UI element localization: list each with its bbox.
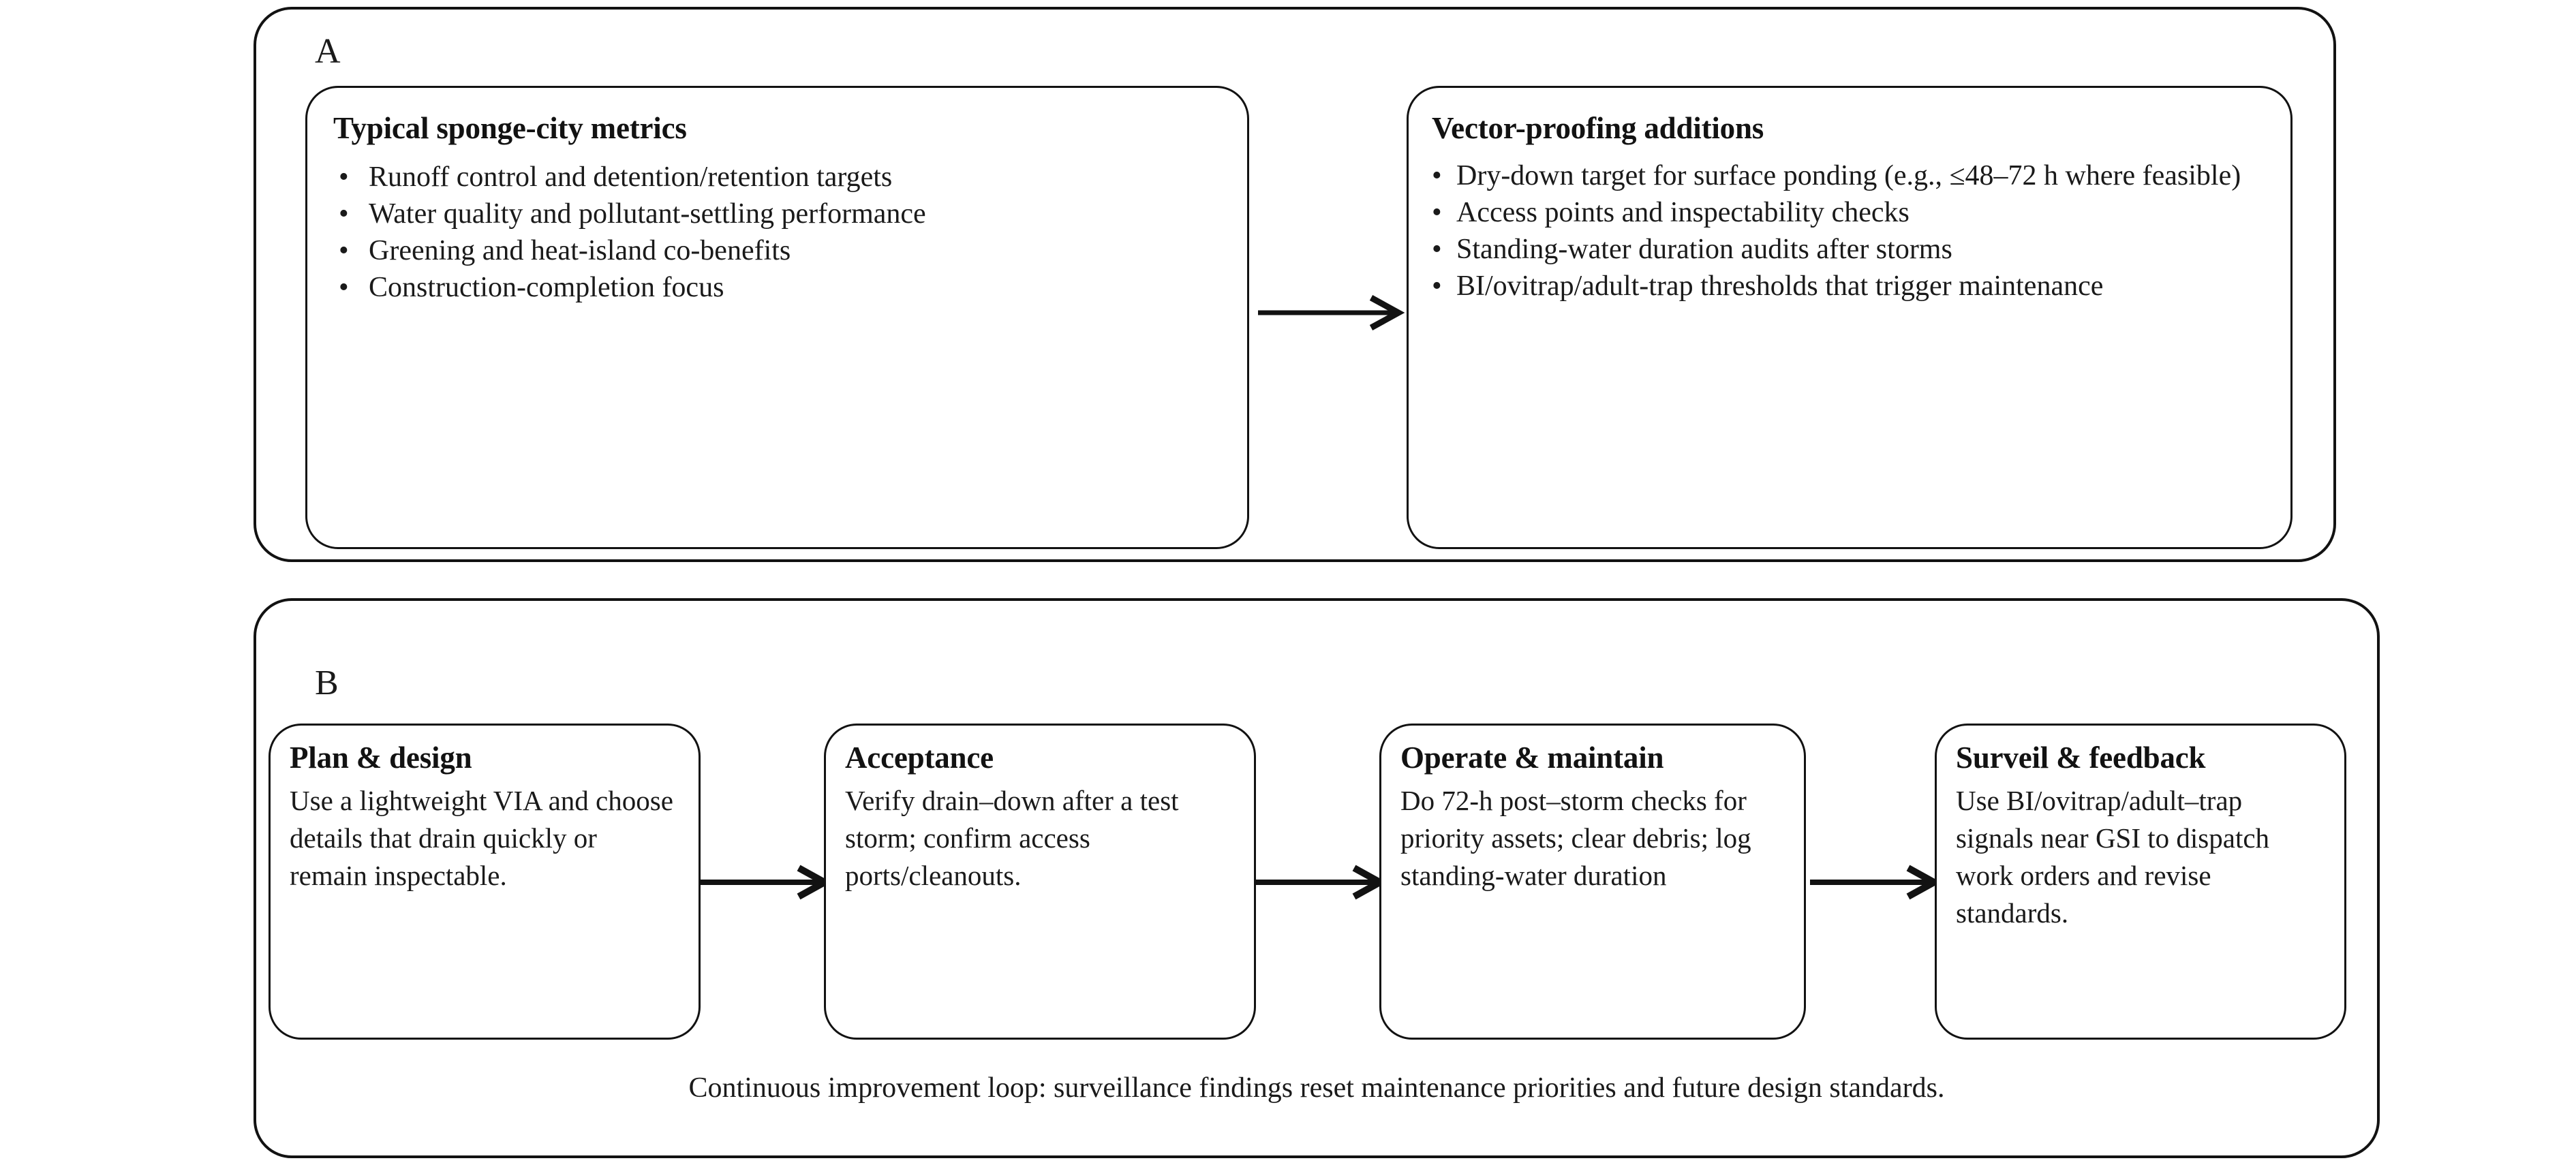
- box-operate-and-maintain: Operate & maintain Do 72-h post–storm ch…: [1379, 724, 1806, 1040]
- bullet-text: Standing-water duration audits after sto…: [1456, 233, 1952, 265]
- bullet-glyph: •: [1432, 159, 1442, 191]
- bullet-glyph: •: [1432, 270, 1442, 302]
- box-metrics-content: Typical sponge-city metrics • Runoff cont…: [307, 88, 1247, 305]
- arrow-right-icon: [1257, 292, 1405, 333]
- bullet-item: • Construction-completion focus: [333, 270, 1227, 306]
- box-additions-title: Vector-proofing additions: [1432, 111, 1764, 145]
- bullet-text: Dry-down target for surface ponding (e.g…: [1456, 159, 2241, 191]
- box-surveil-body: Use BI/ovitrap/adult–trap signals near G…: [1956, 784, 2270, 929]
- arrow-right-icon: [1809, 863, 1942, 901]
- box-surveil-and-feedback: Surveil & feedback Use BI/ovitrap/adult–…: [1935, 724, 2346, 1040]
- panel-b-caption: Continuous improvement loop: surveillanc…: [688, 1072, 1945, 1104]
- bullet-text: Runoff control and detention/retention t…: [369, 161, 893, 193]
- bullet-item: • Runoff control and detention/retention …: [333, 159, 1227, 196]
- bullet-glyph: •: [339, 198, 349, 230]
- panel-a: A Typical sponge-city metrics • Runoff co…: [254, 7, 2336, 562]
- arrow-right-icon: [1255, 863, 1387, 901]
- box-plan-content: Plan & design Use a lightweight VIA and …: [271, 726, 699, 895]
- bullet-text: Access points and inspectability checks: [1456, 196, 1910, 228]
- bullet-item: • Access points and inspectability checks: [1432, 195, 2273, 231]
- box-plan-and-design: Plan & design Use a lightweight VIA and …: [269, 724, 701, 1040]
- bullet-item: • Water quality and pollutant-settling pe…: [333, 196, 1227, 232]
- box-metrics-bullet-list: • Runoff control and detention/retention …: [333, 159, 1227, 306]
- bullet-item: • Greening and heat-island co-benefits: [333, 233, 1227, 269]
- box-metrics-title: Typical sponge-city metrics: [333, 111, 687, 145]
- bullet-glyph: •: [1432, 233, 1442, 265]
- bullet-item: • BI/ovitrap/adult-trap thresholds that t…: [1432, 268, 2273, 305]
- panel-b: B Plan & design Use a lightweight VIA an…: [254, 598, 2380, 1158]
- bullet-text: Greening and heat-island co-benefits: [369, 234, 791, 266]
- box-operate-content: Operate & maintain Do 72-h post–storm ch…: [1381, 726, 1804, 895]
- bullet-item: • Standing-water duration audits after st…: [1432, 232, 2273, 268]
- box-plan-body: Use a lightweight VIA and choose details…: [290, 784, 673, 891]
- bullet-item: • Dry-down target for surface ponding (e.…: [1432, 158, 2273, 194]
- bullet-glyph: •: [339, 234, 349, 266]
- box-vector-proofing-additions: Vector-proofing additions • Dry-down targ…: [1407, 86, 2293, 549]
- box-additions-bullet-list: • Dry-down target for surface ponding (e.…: [1432, 158, 2273, 305]
- box-acceptance-content: Acceptance Verify drain–down after a tes…: [826, 726, 1254, 895]
- box-acceptance: Acceptance Verify drain–down after a tes…: [824, 724, 1256, 1040]
- box-operate-title: Operate & maintain: [1400, 741, 1664, 775]
- panel-a-label: A: [315, 32, 341, 71]
- box-acceptance-title: Acceptance: [845, 741, 994, 775]
- box-plan-title: Plan & design: [290, 741, 472, 775]
- bullet-glyph: •: [339, 161, 349, 193]
- bullet-text: Construction-completion focus: [369, 271, 724, 303]
- bullet-glyph: •: [339, 271, 349, 303]
- box-operate-body: Do 72-h post–storm checks for priority a…: [1400, 784, 1751, 891]
- box-surveil-title: Surveil & feedback: [1956, 741, 2206, 775]
- bullet-glyph: •: [1432, 196, 1442, 228]
- panel-b-label: B: [315, 664, 339, 702]
- box-additions-content: Vector-proofing additions • Dry-down targ…: [1409, 88, 2290, 304]
- box-acceptance-body: Verify drain–down after a test storm; co…: [845, 784, 1179, 891]
- bullet-text: Water quality and pollutant-settling per…: [369, 198, 926, 230]
- box-surveil-content: Surveil & feedback Use BI/ovitrap/adult–…: [1937, 726, 2344, 932]
- bullet-text: BI/ovitrap/adult-trap thresholds that tr…: [1456, 270, 2104, 302]
- box-typical-sponge-city-metrics: Typical sponge-city metrics • Runoff cont…: [305, 86, 1249, 549]
- arrow-right-icon: [699, 863, 832, 901]
